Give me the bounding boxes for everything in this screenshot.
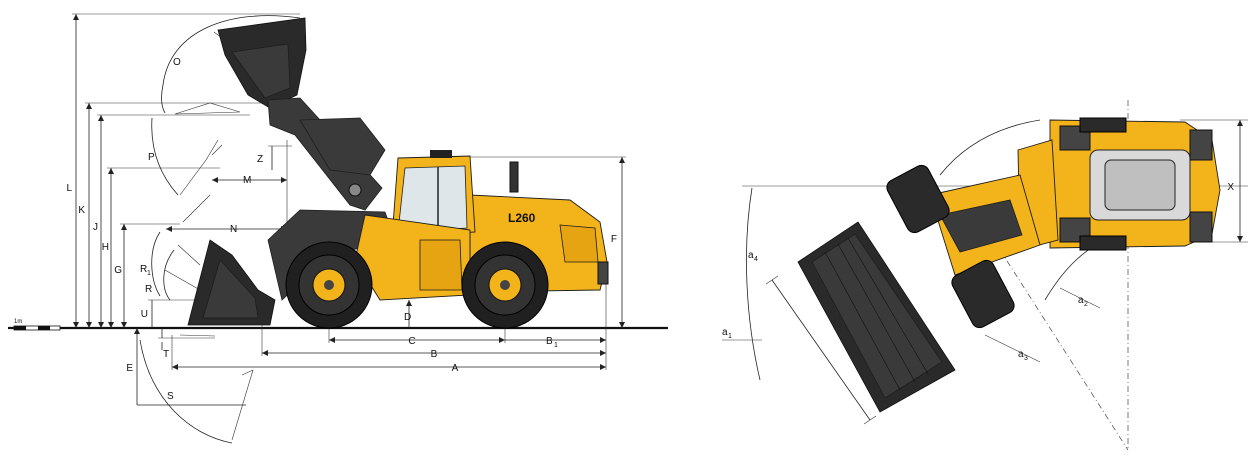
dim-label-M: M xyxy=(243,175,251,186)
top-bucket xyxy=(765,221,956,425)
dim-label-a1: a xyxy=(722,327,728,338)
horizontal-dimensions: C B 1 B A M xyxy=(137,140,607,406)
lowered-bucket xyxy=(187,239,276,326)
dim-label-E: E xyxy=(126,363,133,374)
dim-label-B1: B xyxy=(546,336,553,347)
scale-bar: 1m xyxy=(13,319,61,331)
dim-label-O: O xyxy=(173,57,181,68)
dim-label-a2: a xyxy=(1078,295,1084,306)
dim-label-Z: Z xyxy=(257,154,263,165)
dim-label-K: K xyxy=(78,205,85,216)
side-view: 1m L K J H xyxy=(8,13,668,444)
dim-label-a3: a xyxy=(1018,349,1024,360)
raised-bucket xyxy=(217,17,307,110)
scale-bar-label: 1m xyxy=(14,319,22,325)
dim-label-R1: R xyxy=(140,264,147,275)
dim-label-R: R xyxy=(145,284,152,295)
top-view: X xyxy=(722,100,1248,451)
dim-label-D: D xyxy=(404,312,411,323)
dim-label-T: T xyxy=(163,349,169,360)
dim-label-a4: a xyxy=(748,250,754,261)
top-rear-body xyxy=(1049,119,1221,249)
rear-wheel xyxy=(461,241,549,329)
dim-label-A: A xyxy=(452,363,459,374)
dim-label-B: B xyxy=(431,349,438,360)
dim-label-P: P xyxy=(148,152,155,163)
dim-label-a2-subscript: 2 xyxy=(1084,301,1088,308)
dim-label-S: S xyxy=(167,391,174,402)
model-label: L260 xyxy=(508,211,536,225)
dim-label-L: L xyxy=(66,183,72,194)
vertical-dimensions: L K J H G xyxy=(66,13,626,405)
angle-arcs: O P R 1 R xyxy=(139,15,301,444)
dim-label-R1-subscript: 1 xyxy=(147,270,151,277)
bucket-position-outlines xyxy=(164,31,254,441)
dim-label-F: F xyxy=(611,234,617,245)
dim-label-C: C xyxy=(408,336,415,347)
dim-label-G: G xyxy=(114,265,122,276)
dim-label-a1-subscript: 1 xyxy=(728,333,732,340)
dim-label-B1-subscript: 1 xyxy=(554,342,558,349)
dim-label-a4-subscript: 4 xyxy=(754,256,758,263)
dim-label-X: X xyxy=(1227,182,1234,193)
top-front-frame xyxy=(886,117,1127,329)
dim-label-J: J xyxy=(93,222,98,233)
dim-label-a3-subscript: 3 xyxy=(1024,355,1028,362)
dim-label-U: U xyxy=(141,309,148,320)
front-wheel xyxy=(285,241,373,329)
boom-arm-raised xyxy=(267,97,386,211)
dim-label-H: H xyxy=(102,242,109,253)
dim-label-N: N xyxy=(230,224,237,235)
